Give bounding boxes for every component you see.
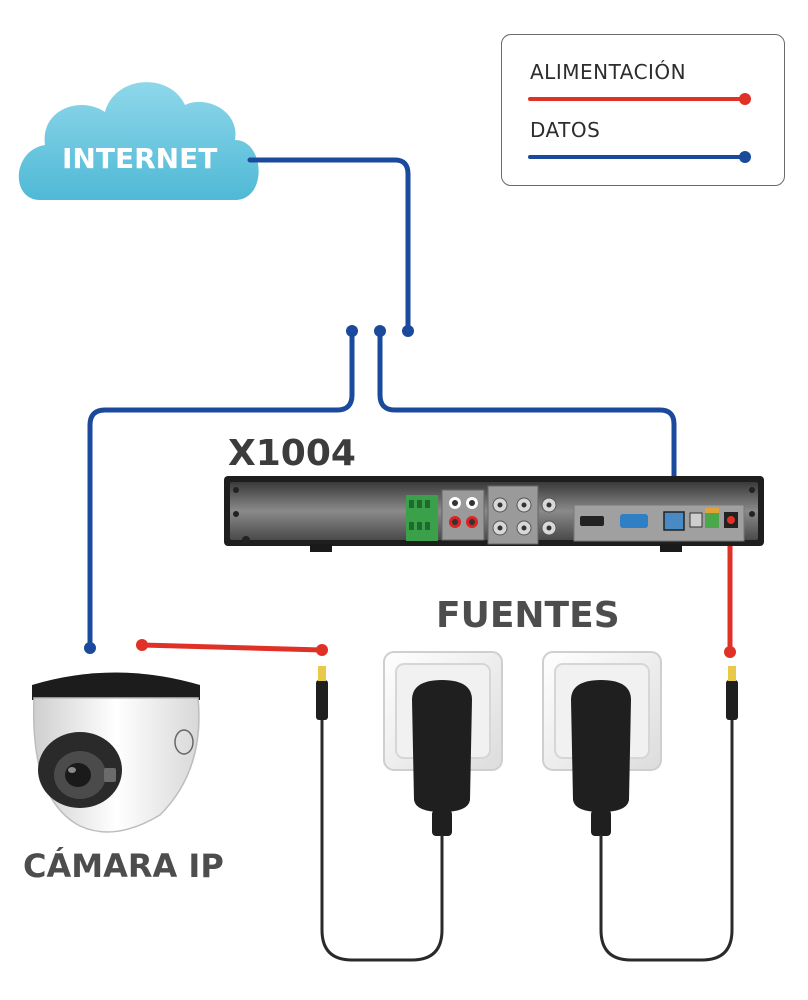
power-outlet-left [383, 651, 503, 836]
data-line-dots [84, 325, 414, 654]
dvr-data-line [377, 327, 677, 525]
legend-swatches [528, 93, 751, 163]
camera-label: CÁMARA IP [23, 847, 224, 885]
dvr-recorder [224, 476, 764, 552]
lan-port [663, 511, 685, 531]
data-lines [87, 157, 677, 651]
camera-brand-logo [174, 729, 194, 755]
dvr-label: X1004 [228, 433, 356, 474]
vga-port [620, 514, 648, 528]
camera-data-line [87, 327, 355, 651]
usb-port [689, 512, 703, 528]
internet-label: INTERNET [62, 142, 218, 175]
camera-power-line [139, 642, 325, 653]
power-line-dots [136, 639, 736, 658]
ip-camera [32, 672, 200, 833]
legend-power-label: ALIMENTACIÓN [530, 60, 687, 84]
internet-data-line [247, 157, 411, 333]
dc-plugs [316, 666, 738, 720]
legend-data-label: DATOS [530, 118, 601, 142]
internet-cloud [18, 82, 259, 200]
rs485-terminal [705, 512, 719, 528]
hdmi-port [580, 516, 604, 526]
legend [501, 34, 785, 186]
adapter-cables [320, 718, 734, 962]
power-supplies-label: FUENTES [436, 595, 620, 636]
power-outlet-right [542, 651, 662, 836]
